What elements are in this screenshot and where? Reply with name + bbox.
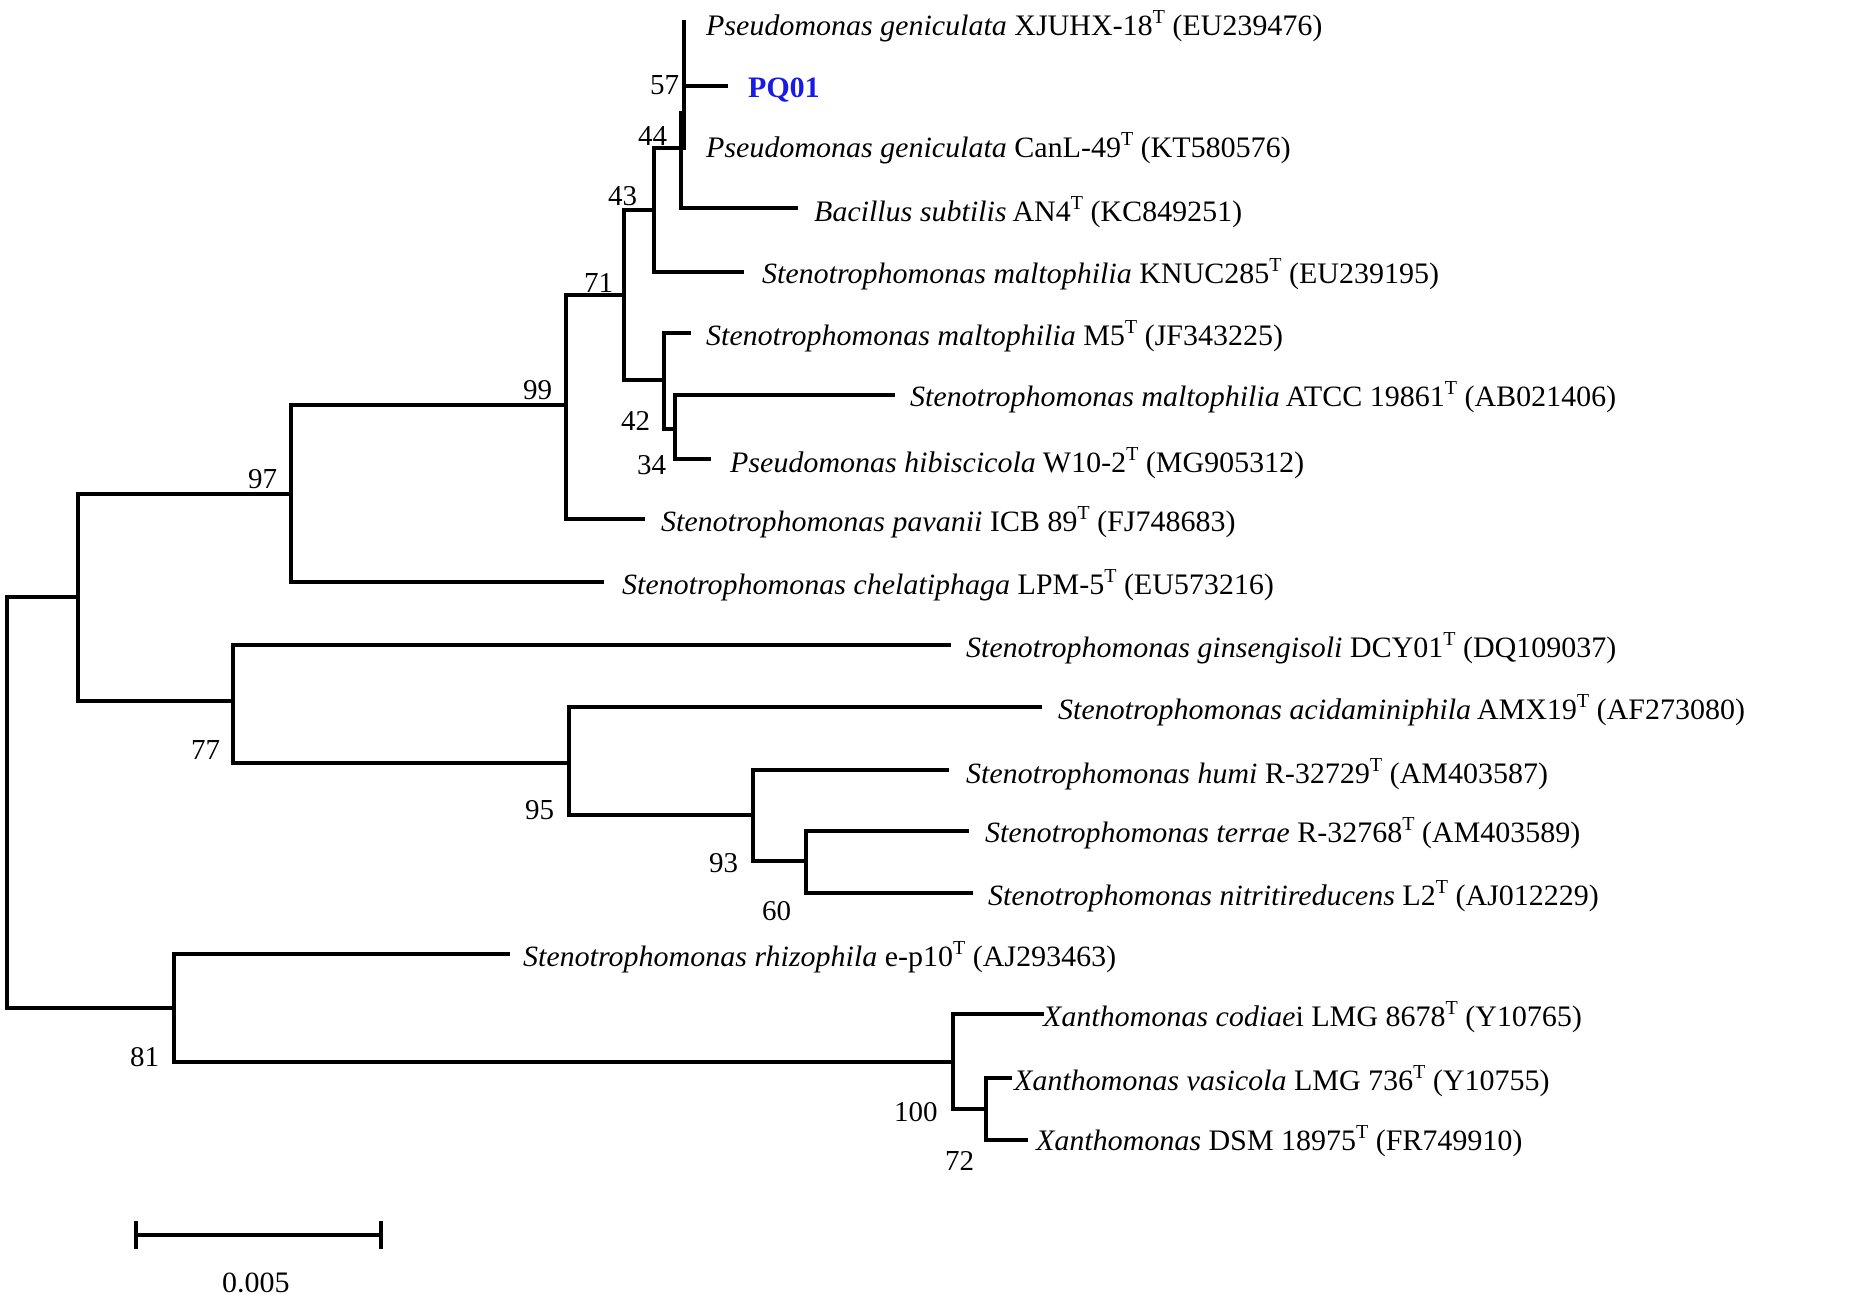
bootstrap-value-100: 100 [894, 1096, 938, 1128]
bootstrap-value-57: 57 [650, 69, 679, 101]
taxon-label: Stenotrophomonas maltophilia M5T (JF3432… [706, 316, 1283, 352]
bootstrap-value-95: 95 [525, 794, 554, 826]
bootstrap-values: 57 44 43 71 99 42 34 97 77 95 93 60 81 1… [130, 69, 974, 1177]
taxon-label: Xanthomonas vasicola LMG 736T (Y10755) [1013, 1061, 1550, 1097]
taxon-label: Stenotrophomonas ginsengisoli DCY01T (DQ… [966, 628, 1616, 664]
taxon-label: Xanthomonas DSM 18975T (FR749910) [1035, 1121, 1522, 1157]
taxon-label: Stenotrophomonas terrae R-32768T (AM4035… [985, 813, 1580, 849]
bootstrap-value-93: 93 [709, 847, 738, 879]
taxon-label: Stenotrophomonas maltophilia KNUC285T (E… [762, 254, 1439, 290]
taxon-label: Xanthomonas codiaei LMG 8678T (Y10765) [1042, 997, 1582, 1033]
bootstrap-value-42: 42 [621, 405, 650, 437]
bootstrap-value-71: 71 [584, 267, 613, 299]
bootstrap-value-43: 43 [608, 180, 637, 212]
bootstrap-value-44: 44 [638, 120, 668, 152]
taxon-label: Stenotrophomonas humi R-32729T (AM403587… [966, 754, 1548, 790]
taxon-label: Stenotrophomonas maltophilia ATCC 19861T… [910, 377, 1616, 413]
taxon-label: Stenotrophomonas nitritireducens L2T (AJ… [988, 876, 1599, 912]
bootstrap-value-72: 72 [945, 1145, 974, 1177]
taxon-label: Pseudomonas geniculata CanL-49T (KT58057… [705, 128, 1291, 164]
taxon-labels: Pseudomonas geniculata XJUHX-18T (EU2394… [523, 6, 1745, 1157]
bootstrap-value-34: 34 [637, 449, 667, 481]
bootstrap-value-60: 60 [762, 895, 791, 927]
scale-bar-label: 0.005 [222, 1266, 290, 1295]
bootstrap-value-77: 77 [191, 734, 220, 766]
taxon-label: Bacillus subtilis AN4T (KC849251) [814, 192, 1242, 228]
taxon-label: Stenotrophomonas acidaminiphila AMX19T (… [1058, 690, 1745, 726]
taxon-label: Stenotrophomonas rhizophila e-p10T (AJ29… [523, 937, 1116, 973]
taxon-label: Pseudomonas hibiscicola W10-2T (MG905312… [729, 443, 1304, 479]
taxon-label: Pseudomonas geniculata XJUHX-18T (EU2394… [705, 6, 1322, 42]
scale-bar: 0.005 [134, 1221, 383, 1295]
bootstrap-value-81: 81 [130, 1041, 159, 1073]
taxon-label: Stenotrophomonas pavanii ICB 89T (FJ7486… [661, 502, 1235, 538]
taxon-label: Stenotrophomonas chelatiphaga LPM-5T (EU… [622, 565, 1274, 601]
bootstrap-value-97: 97 [248, 463, 277, 495]
bootstrap-value-99: 99 [523, 374, 552, 406]
taxon-label-highlight: PQ01 [748, 71, 820, 104]
tree-branches [5, 20, 1044, 1142]
